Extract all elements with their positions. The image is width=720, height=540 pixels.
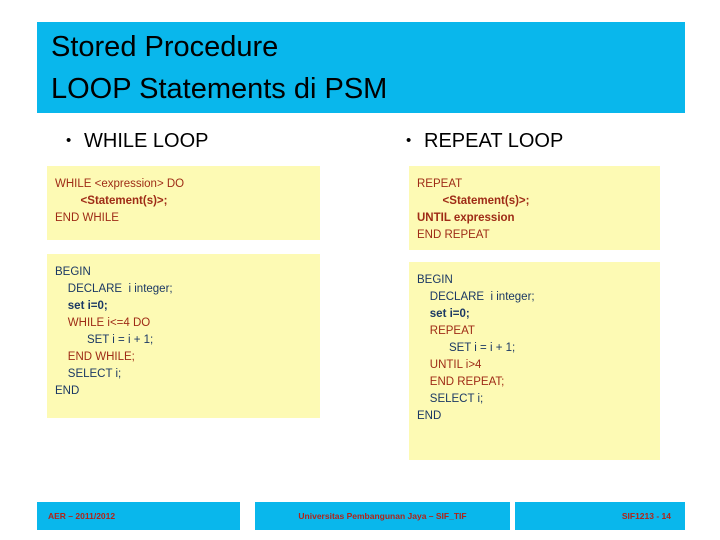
bullet-label-repeat-loop: REPEAT LOOP [424, 130, 564, 152]
footer-institution: Universitas Pembangunan Jaya – SIF_TIF [255, 502, 510, 530]
code-line: BEGIN [55, 266, 91, 278]
code-line: BEGIN [417, 274, 453, 286]
bullet-heading-repeat-loop: • REPEAT LOOP [406, 130, 563, 153]
code-line: UNTIL expression [417, 212, 515, 224]
footer-center-text: Universitas Pembangunan Jaya – SIF_TIF [298, 511, 467, 521]
code-block-while-syntax: WHILE <expression> DO <Statement(s)>; EN… [47, 166, 320, 240]
slide-title-line-2: LOOP Statements di PSM [51, 73, 388, 105]
code-line: END [417, 410, 442, 422]
code-line: SELECT i; [55, 368, 122, 380]
footer-right-text: SIF1213 - 14 [621, 511, 671, 521]
code-block-repeat-syntax: REPEAT <Statement(s)>; UNTIL expression … [409, 166, 660, 250]
code-line: DECLARE i integer; [55, 283, 173, 295]
code-line: <Statement(s)>; [55, 195, 168, 207]
code-line: UNTIL i>4 [417, 359, 482, 371]
code-line: END REPEAT; [417, 376, 505, 388]
code-line: set i=0; [55, 300, 108, 312]
code-line: END WHILE [55, 212, 119, 224]
footer-slide-reference: SIF1213 - 14 [515, 502, 685, 530]
code-line: DECLARE i integer; [417, 291, 535, 303]
code-line: END [55, 385, 80, 397]
code-line: SET i = i + 1; [55, 334, 154, 346]
code-line: <Statement(s)>; [417, 195, 530, 207]
code-line: SELECT i; [417, 393, 484, 405]
code-line: WHILE <expression> DO [55, 178, 185, 190]
code-line: END REPEAT [417, 229, 490, 241]
slide-title-line-1: Stored Procedure [51, 31, 279, 63]
footer-course-code: AER – 2011/2012 [37, 502, 240, 530]
footer-left-text: AER – 2011/2012 [48, 511, 116, 521]
bullet-label-while-loop: WHILE LOOP [84, 130, 209, 152]
code-block-repeat-example: BEGIN DECLARE i integer; set i=0; REPEAT… [409, 262, 660, 460]
code-line: REPEAT [417, 178, 463, 190]
code-line: set i=0; [417, 308, 470, 320]
bullet-dot-icon: • [66, 132, 72, 149]
code-line: REPEAT [417, 325, 475, 337]
slide-title-banner: Stored Procedure LOOP Statements di PSM [37, 22, 685, 113]
code-line: SET i = i + 1; [417, 342, 516, 354]
bullet-heading-while-loop: • WHILE LOOP [66, 130, 208, 153]
code-line: END WHILE; [55, 351, 135, 363]
code-line: WHILE i<=4 DO [55, 317, 151, 329]
bullet-dot-icon: • [406, 132, 412, 149]
code-block-while-example: BEGIN DECLARE i integer; set i=0; WHILE … [47, 254, 320, 418]
